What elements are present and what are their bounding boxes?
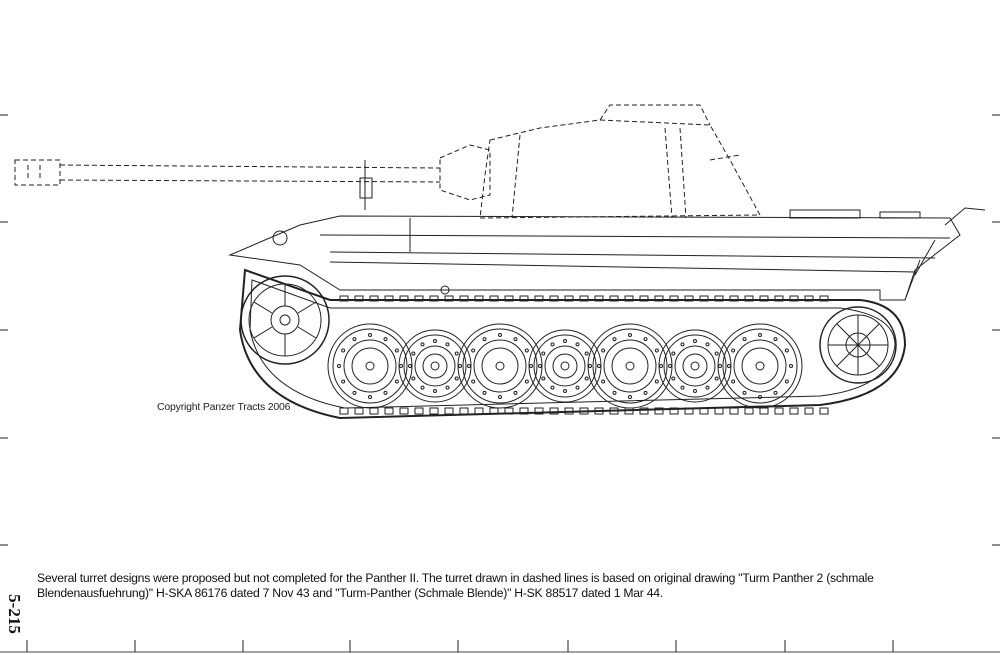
track-link xyxy=(684,407,694,415)
track xyxy=(238,268,907,420)
road-wheels xyxy=(327,323,803,409)
track-link xyxy=(444,407,454,415)
track-link xyxy=(474,407,484,415)
track-link xyxy=(369,407,379,415)
track-link xyxy=(639,295,649,302)
track-link xyxy=(549,295,559,302)
track-link xyxy=(549,407,559,415)
track-link xyxy=(609,407,619,415)
track-link xyxy=(414,407,424,415)
track-link xyxy=(504,295,514,302)
figure-caption: Several turret designs were proposed but… xyxy=(37,571,874,600)
track-link xyxy=(399,407,409,415)
track-link xyxy=(759,407,769,415)
hull-fittings xyxy=(272,160,986,246)
track-link xyxy=(729,295,739,302)
idler-wheel xyxy=(819,306,897,384)
track-link xyxy=(534,295,544,302)
track-link xyxy=(384,295,394,302)
track-link xyxy=(714,295,724,302)
road-wheel xyxy=(528,329,602,403)
road-wheel xyxy=(398,329,472,403)
track-link xyxy=(804,407,814,415)
track-link xyxy=(819,295,829,302)
track-link xyxy=(804,295,814,302)
track-link xyxy=(774,295,784,302)
track-link xyxy=(699,295,709,302)
track-link xyxy=(429,407,439,415)
track-link xyxy=(654,407,664,415)
track-link xyxy=(789,407,799,415)
track-link xyxy=(564,295,574,302)
track-link xyxy=(564,407,574,415)
road-wheel xyxy=(717,323,803,409)
track-link xyxy=(669,407,679,415)
track-link xyxy=(369,295,379,302)
gun-barrel xyxy=(14,159,441,186)
track-link xyxy=(414,295,424,302)
track-link xyxy=(819,407,829,415)
bottom-ruler xyxy=(0,640,1000,653)
right-ruler xyxy=(992,114,1000,546)
track-link xyxy=(609,295,619,302)
track-link xyxy=(759,295,769,302)
track-link xyxy=(459,295,469,302)
turret-outline xyxy=(439,104,761,219)
track-link xyxy=(354,295,364,302)
track-link xyxy=(429,295,439,302)
track-link xyxy=(654,295,664,302)
track-link xyxy=(579,407,589,415)
track-link xyxy=(459,407,469,415)
track-link xyxy=(399,295,409,302)
track-link xyxy=(729,407,739,415)
track-link xyxy=(594,295,604,302)
track-link xyxy=(684,295,694,302)
page-number: 5-215 xyxy=(4,594,24,634)
track-link xyxy=(444,295,454,302)
track-link xyxy=(534,407,544,415)
track-link xyxy=(789,295,799,302)
track-link xyxy=(519,295,529,302)
track-link xyxy=(699,407,709,415)
copyright-text: Copyright Panzer Tracts 2006 xyxy=(157,401,291,413)
track-link xyxy=(489,295,499,302)
track-link xyxy=(714,407,724,415)
track-link xyxy=(339,295,349,302)
track-link xyxy=(624,295,634,302)
track-link xyxy=(744,295,754,302)
road-wheel xyxy=(658,329,732,403)
track-link xyxy=(339,407,349,415)
track-link xyxy=(474,295,484,302)
track-link xyxy=(669,295,679,302)
track-link xyxy=(594,407,604,415)
track-link xyxy=(354,407,364,415)
track-link xyxy=(774,407,784,415)
track-link xyxy=(504,407,514,415)
track-link xyxy=(519,407,529,415)
track-link xyxy=(744,407,754,415)
left-ruler xyxy=(0,114,8,546)
track-link xyxy=(579,295,589,302)
track-link xyxy=(639,407,649,415)
drive-sprocket xyxy=(240,275,330,365)
track-link xyxy=(384,407,394,415)
hull xyxy=(228,215,961,301)
